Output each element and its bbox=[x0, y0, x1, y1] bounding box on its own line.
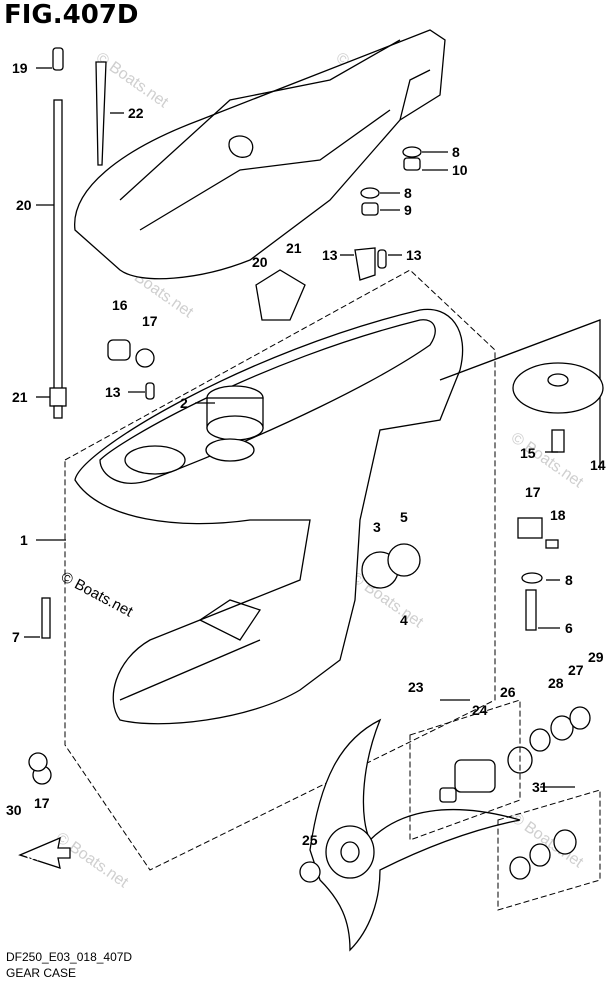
callout-13a: 13 bbox=[406, 247, 422, 263]
gear-case-housing bbox=[64, 269, 601, 871]
callout-22: 19 bbox=[12, 60, 28, 76]
callout-14: 14 bbox=[590, 457, 606, 473]
callout-20: 20 bbox=[252, 254, 268, 270]
figure-title: FIG.407D bbox=[4, 0, 139, 30]
callout-4: 4 bbox=[400, 612, 408, 628]
callout-28: 25 bbox=[302, 832, 318, 848]
callout-19: 18 bbox=[550, 507, 566, 523]
leader-lines bbox=[24, 67, 575, 788]
figure-name: GEAR CASE bbox=[6, 966, 77, 980]
callout-15: 15 bbox=[520, 445, 536, 461]
callout-18: 17 bbox=[525, 484, 541, 500]
callout-1: 1 bbox=[20, 532, 28, 548]
upper-cover bbox=[74, 29, 446, 280]
callout-labels: 19 22 20 21 8 10 8 9 13 13 21 20 16 17 1… bbox=[6, 60, 606, 848]
callout-31: 28 bbox=[548, 675, 564, 691]
callout-27: 24 bbox=[472, 702, 488, 718]
callout-17a: 17 bbox=[142, 313, 158, 329]
callout-7: 7 bbox=[12, 629, 20, 645]
callout-34: 31 bbox=[532, 779, 548, 795]
callout-9: 8 bbox=[565, 572, 573, 588]
small-parts bbox=[28, 146, 604, 785]
callout-10: 9 bbox=[404, 202, 412, 218]
callout-8b: 8 bbox=[404, 185, 412, 201]
shift-rod-assembly bbox=[49, 47, 107, 419]
callout-17b: 17 bbox=[34, 795, 50, 811]
callout-16: 16 bbox=[112, 297, 128, 313]
callout-6: 6 bbox=[565, 620, 573, 636]
callout-25: 22 bbox=[128, 105, 144, 121]
callout-32: 29 bbox=[588, 649, 604, 665]
watermark-dark: © Boats.net bbox=[58, 569, 136, 621]
callout-5: 5 bbox=[400, 509, 408, 525]
callout-26: 23 bbox=[408, 679, 424, 695]
callout-3: 3 bbox=[373, 519, 381, 535]
propeller-assembly: FWD bbox=[18, 699, 601, 952]
callout-12: 13 bbox=[322, 247, 338, 263]
watermark: © Boats.net bbox=[53, 829, 132, 891]
callout-11: 10 bbox=[452, 162, 468, 178]
callout-29: 26 bbox=[500, 684, 516, 700]
callout-23: 20 bbox=[16, 197, 32, 213]
callout-30: 27 bbox=[568, 662, 584, 678]
callout-33: 30 bbox=[6, 802, 22, 818]
callout-24: 21 bbox=[12, 389, 28, 405]
callout-8a: 8 bbox=[452, 144, 460, 160]
callout-2: 2 bbox=[180, 395, 188, 411]
callout-21: 21 bbox=[286, 240, 302, 256]
figure-code: DF250_E03_018_407D bbox=[6, 950, 133, 964]
callout-13b: 13 bbox=[105, 384, 121, 400]
